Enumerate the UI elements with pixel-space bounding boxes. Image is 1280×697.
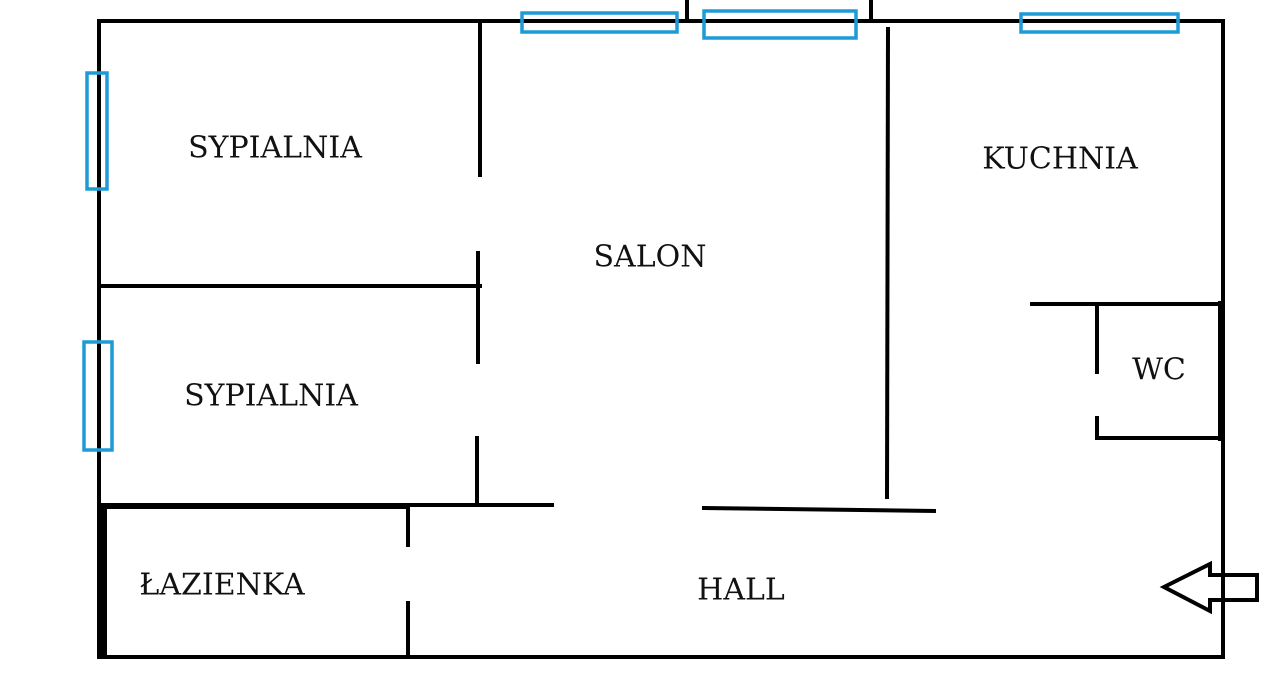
wall (701, 505, 937, 514)
room-label-wc: WC (1132, 352, 1186, 388)
window (520, 11, 679, 34)
outer-wall (97, 19, 1225, 659)
room-label-hall: HALL (697, 572, 785, 608)
window (85, 71, 109, 191)
room-label-bedroom: SYPIALNIA (184, 378, 358, 414)
room-label-bathroom: ŁAZIENKA (139, 567, 305, 603)
window (1019, 12, 1180, 34)
window (82, 340, 114, 452)
entrance-arrow-icon (1159, 560, 1259, 615)
room-label-kitchen: KUCHNIA (982, 141, 1138, 177)
wall (884, 26, 891, 500)
room-label-living: SALON (593, 239, 707, 275)
room-label-bedroom: SYPIALNIA (188, 130, 362, 166)
window (702, 9, 858, 40)
